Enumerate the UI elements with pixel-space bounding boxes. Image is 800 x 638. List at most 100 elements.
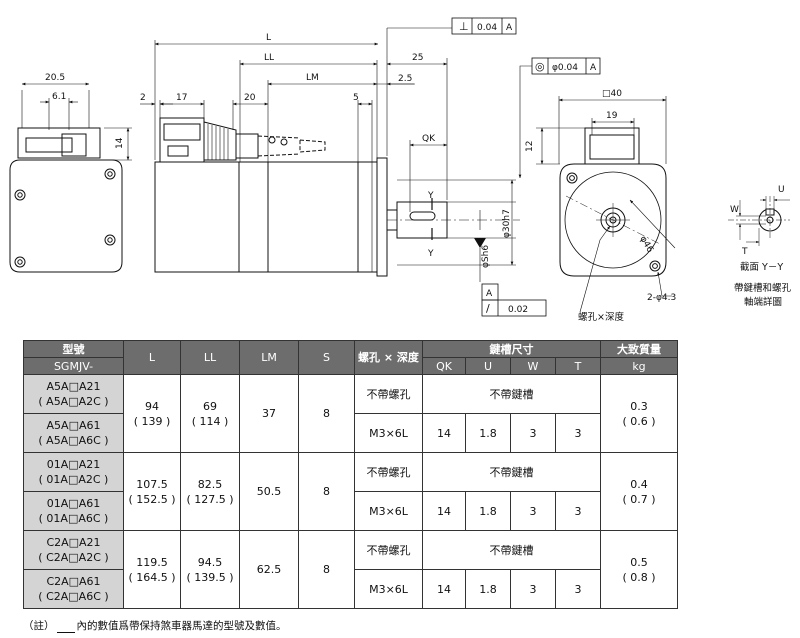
LL-cell: 69( 114 ) <box>180 374 240 453</box>
dim-sh6: φSh6 <box>481 245 491 268</box>
S-cell: 8 <box>298 452 355 531</box>
footnote-text: 內的數值爲帶保持煞車器馬達的型號及數值。 <box>76 620 287 632</box>
model-cell: C2A□A21( C2A□A2C ) <box>23 530 124 570</box>
keyway-detail-line1: 帶鍵槽和螺孔 <box>734 282 792 294</box>
header-L: L <box>123 340 181 375</box>
screw-cell: 不帶螺孔 <box>354 452 423 492</box>
front-view <box>536 96 676 313</box>
keyway-detail-line2: 軸端詳圖 <box>744 296 782 308</box>
table-row: A5A□A61( A5A□A6C ) M3×6L 14 1.8 3 3 <box>23 413 678 453</box>
dim-2-5: 2.5 <box>398 74 412 84</box>
header-model: 型號 <box>23 340 124 358</box>
dim-6-1: 6.1 <box>52 92 66 102</box>
dim-5: 5 <box>353 93 359 103</box>
W-cell: 3 <box>510 491 556 531</box>
LL-cell: 94.5( 139.5 ) <box>180 530 240 609</box>
dim-flange-40: □40 <box>602 89 622 99</box>
section-label: 截面 Y－Y <box>740 261 783 273</box>
mass-cell: 0.3( 0.6 ) <box>600 374 678 453</box>
dim-17: 17 <box>176 93 187 103</box>
dim-19: 19 <box>606 111 618 121</box>
header-W: W <box>510 357 556 375</box>
footnote: （註） 內的數值爲帶保持煞車器馬達的型號及數值。 <box>23 618 287 633</box>
table-row: C2A□A61( C2A□A6C ) M3×6L 14 1.8 3 3 <box>23 569 678 609</box>
datum-A: A <box>486 289 493 299</box>
LM-cell: 62.5 <box>239 530 299 609</box>
runout-value: 0.02 <box>508 305 528 315</box>
T-cell: 3 <box>555 569 601 609</box>
blank-box <box>56 620 75 633</box>
QK-cell: 14 <box>422 569 466 609</box>
dim-LM: LM <box>306 73 319 83</box>
model-cell: 01A□A61( 01A□A6C ) <box>23 491 124 531</box>
table-row: 01A□A21( 01A□A2C ) 107.5( 152.5 ) 82.5( … <box>23 452 678 531</box>
screw-cell: 不帶螺孔 <box>354 530 423 570</box>
header-mass: 大致質量 <box>600 340 678 358</box>
screw-cell: M3×6L <box>354 491 423 531</box>
dim-U: U <box>778 185 785 195</box>
header-QK: QK <box>422 357 466 375</box>
perpendicularity-datum: A <box>506 23 513 33</box>
section-y-top: Y <box>427 191 434 201</box>
dim-20-5: 20.5 <box>45 73 65 83</box>
header-keyway: 鍵槽尺寸 <box>422 340 601 358</box>
section-y-y <box>728 196 790 246</box>
LM-cell: 37 <box>239 374 299 453</box>
screw-cell: 不帶螺孔 <box>354 374 423 414</box>
keyway-cell: 不帶鍵槽 <box>422 530 601 570</box>
table-row: 01A□A61( 01A□A6C ) M3×6L 14 1.8 3 3 <box>23 491 678 531</box>
table-row: A5A□A21( A5A□A2C ) 94( 139 ) 69( 114 ) 3… <box>23 374 678 453</box>
concentricity-symbol: ◎ <box>535 60 545 73</box>
mass-cell: 0.4( 0.7 ) <box>600 452 678 531</box>
L-cell: 119.5( 164.5 ) <box>123 530 181 609</box>
dim-T: T <box>741 247 748 257</box>
model-cell: A5A□A61( A5A□A6C ) <box>23 413 124 453</box>
header-U: U <box>465 357 511 375</box>
dim-phi46: φ46 <box>637 235 654 255</box>
header-mass-unit: kg <box>600 357 678 375</box>
S-cell: 8 <box>298 530 355 609</box>
screw-cell: M3×6L <box>354 569 423 609</box>
screw-hole-label: 螺孔×深度 <box>578 311 624 323</box>
QK-cell: 14 <box>422 413 466 453</box>
U-cell: 1.8 <box>465 413 511 453</box>
U-cell: 1.8 <box>465 491 511 531</box>
concentricity-datum: A <box>590 63 597 73</box>
L-cell: 94( 139 ) <box>123 374 181 453</box>
dim-W: W <box>730 205 739 215</box>
runout-symbol: / <box>486 302 490 315</box>
screw-cell: M3×6L <box>354 413 423 453</box>
keyway-cell: 不帶鍵槽 <box>422 452 601 492</box>
dim-mounting-holes: 2-φ4.3 <box>647 293 676 303</box>
mass-cell: 0.5( 0.8 ) <box>600 530 678 609</box>
W-cell: 3 <box>510 413 556 453</box>
dim-2: 2 <box>140 93 146 103</box>
header-LM: LM <box>239 340 299 375</box>
section-y-bottom: Y <box>427 249 434 259</box>
perpendicularity-value: 0.04 <box>477 23 497 33</box>
header-T: T <box>555 357 601 375</box>
dim-QK: QK <box>422 134 436 144</box>
dim-L: L <box>266 33 271 43</box>
specification-table: 型號 L LL LM S 螺孔 × 深度 鍵槽尺寸 大致質量 SGMJV- QK… <box>23 340 678 609</box>
table-row: C2A□A21( C2A□A2C ) 119.5( 164.5 ) 94.5( … <box>23 530 678 609</box>
rear-view <box>9 82 132 273</box>
U-cell: 1.8 <box>465 569 511 609</box>
header-LL: LL <box>180 340 240 375</box>
dim-25: 25 <box>412 53 423 63</box>
QK-cell: 14 <box>422 491 466 531</box>
dim-12: 12 <box>525 141 535 152</box>
motor-dimension-drawing: 20.5 6.1 14 <box>9 17 792 323</box>
L-cell: 107.5( 152.5 ) <box>123 452 181 531</box>
dim-20: 20 <box>244 93 256 103</box>
header-screw: 螺孔 × 深度 <box>354 340 423 375</box>
LL-cell: 82.5( 127.5 ) <box>180 452 240 531</box>
dim-LL: LL <box>264 53 274 63</box>
perpendicularity-symbol: ⊥ <box>459 20 469 33</box>
header-model-sub: SGMJV- <box>23 357 124 375</box>
T-cell: 3 <box>555 491 601 531</box>
footnote-prefix: （註） <box>23 620 55 632</box>
T-cell: 3 <box>555 413 601 453</box>
LM-cell: 50.5 <box>239 452 299 531</box>
side-view <box>140 17 601 317</box>
